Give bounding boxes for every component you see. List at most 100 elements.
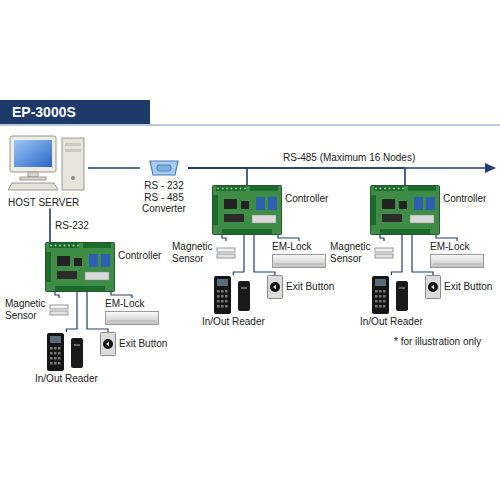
icon-rect [224, 214, 244, 222]
converter-icon [148, 158, 180, 178]
icon-rect [89, 254, 98, 267]
connector-line [188, 168, 405, 185]
sensor-icon [374, 247, 394, 259]
icon-rect [101, 254, 110, 267]
icon-rect [225, 295, 228, 298]
icon-circle [103, 339, 113, 349]
icon-rect [50, 352, 53, 355]
icon-rect [379, 290, 382, 293]
icon-rect [50, 357, 53, 360]
icon-rect [54, 362, 57, 365]
icon-rect [65, 143, 81, 146]
connector-line [87, 292, 108, 332]
exit-label: Exit Button [119, 338, 167, 350]
icon-rect [58, 352, 61, 355]
icon-rect [426, 197, 435, 210]
icon-rect [54, 352, 57, 355]
icon-rect [224, 199, 237, 209]
mag-label: Magnetic Sensor [330, 241, 374, 264]
icon-rect [217, 295, 220, 298]
icon-rect [46, 243, 115, 292]
reader-label: In/Out Reader [202, 316, 265, 328]
em-lock-icon [430, 254, 484, 268]
icon-circle [270, 282, 280, 292]
icon-rect [375, 248, 393, 252]
icon-rect [85, 272, 109, 280]
icon-rect [383, 290, 386, 293]
em-lock-icon [105, 311, 159, 325]
em-lock-icon [272, 254, 326, 268]
icon-circle [402, 188, 404, 190]
reader-icon [371, 275, 411, 315]
icon-rect [399, 201, 407, 209]
computer-icon [8, 134, 88, 196]
controller-board [212, 185, 282, 235]
icon-rect [380, 229, 430, 234]
bus-arrowhead [485, 163, 496, 173]
icon-rect [58, 357, 61, 360]
icon-rect [222, 229, 272, 234]
ctrl-label: Controller [443, 193, 486, 205]
icon-rect [252, 215, 276, 223]
connector-line [49, 209, 51, 243]
icon-rect [28, 172, 38, 177]
icon-g [375, 188, 404, 190]
icon-rect [410, 215, 434, 223]
icon-rect [372, 276, 389, 314]
icon-rect [57, 271, 77, 279]
icon-circle [240, 188, 242, 190]
exit-label: Exit Button [444, 281, 492, 293]
icon-g [217, 188, 246, 190]
icon-circle [244, 188, 246, 190]
icon-rect [50, 336, 61, 343]
icon-circle [235, 188, 237, 190]
icon-rect [57, 256, 70, 266]
icon-rect [50, 362, 53, 365]
icon-rect [50, 311, 68, 315]
icon-g [50, 245, 79, 247]
icon-rect [375, 300, 378, 303]
icon-circle [217, 188, 219, 190]
icon-rect [217, 254, 235, 258]
icon-rect [268, 276, 283, 299]
title-rule [0, 124, 500, 126]
em-label: EM-Lock [272, 241, 311, 253]
icon-rect [383, 300, 386, 303]
icon-rect [50, 347, 53, 350]
icon-rect [54, 357, 57, 360]
icon-line [108, 320, 156, 321]
icon-rect [375, 305, 378, 308]
icon-rect [431, 254, 484, 267]
icon-circle [68, 245, 70, 247]
icon-rect [383, 295, 386, 298]
ctrl-node: Controller [45, 242, 161, 292]
icon-path [106, 342, 109, 347]
icon-rect [46, 252, 51, 282]
connector-line [55, 292, 59, 298]
icon-rect [225, 300, 228, 303]
icon-line [275, 263, 323, 264]
exit-node: Exit Button [100, 332, 167, 356]
icon-rect [214, 276, 231, 314]
reader-label: In/Out Reader [360, 316, 423, 328]
em-node: EM-Lock [105, 298, 159, 325]
em-label: EM-Lock [105, 298, 144, 310]
icon-rect [273, 254, 326, 267]
icon-rect [221, 295, 224, 298]
mag-label: Magnetic Sensor [172, 241, 216, 264]
connector-line [111, 292, 132, 298]
exit-button-icon [425, 275, 441, 299]
icon-rect [83, 243, 111, 248]
icon-path [273, 285, 276, 290]
connector-line [254, 235, 275, 275]
ctrl-node: Controller [212, 185, 328, 235]
icon-rect [371, 186, 440, 235]
icon-rect [74, 344, 80, 346]
conv-node: RS - 232 RS - 485 Converter [140, 158, 188, 215]
icon-rect [217, 290, 220, 293]
controller-board [45, 242, 115, 292]
icon-rect [54, 347, 57, 350]
icon-rect [216, 186, 246, 191]
icon-rect [217, 305, 220, 308]
